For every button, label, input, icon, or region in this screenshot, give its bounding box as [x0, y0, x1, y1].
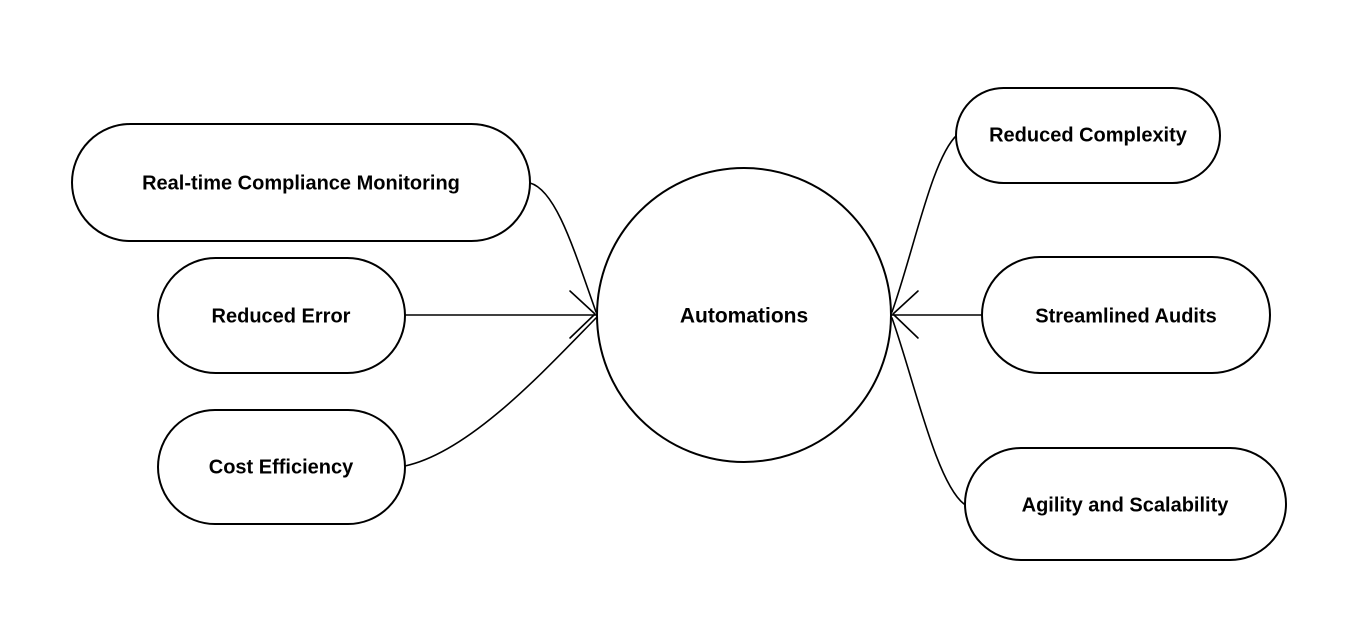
node-label-streamlined-audits: Streamlined Audits — [1035, 305, 1217, 327]
node-shape-real-time-compliance-monitoring[interactable] — [71, 123, 531, 242]
edge-cost-efficiency — [404, 317, 597, 467]
node-label-real-time-compliance-monitoring: Real-time Compliance Monitoring — [142, 172, 460, 194]
node-label-reduced-complexity: Reduced Complexity — [989, 124, 1188, 146]
left-branch-reduced-error[interactable]: Reduced Error — [157, 257, 406, 374]
center-node-automations[interactable]: Automations — [596, 167, 892, 463]
node-shape-cost-efficiency[interactable] — [157, 409, 406, 525]
left-branch-cost-efficiency[interactable]: Cost Efficiency — [157, 409, 406, 525]
arrowhead-left-icon — [569, 290, 596, 339]
edge-reduced-complexity — [891, 134, 958, 313]
node-label-reduced-error: Reduced Error — [212, 305, 351, 327]
right-branch-reduced-complexity[interactable]: Reduced Complexity — [955, 87, 1221, 184]
center-node-label: Automations — [680, 305, 808, 328]
center-node-circle[interactable] — [596, 167, 892, 463]
node-label-agility-and-scalability: Agility and Scalability — [1022, 494, 1230, 516]
arrowhead-group — [569, 290, 919, 339]
node-shape-agility-and-scalability[interactable] — [964, 447, 1287, 561]
right-branch-agility-and-scalability[interactable]: Agility and Scalability — [964, 447, 1287, 561]
left-branch-real-time-compliance-monitoring[interactable]: Real-time Compliance Monitoring — [71, 123, 531, 242]
arrowhead-right-icon — [892, 290, 919, 339]
node-shape-reduced-complexity[interactable] — [955, 87, 1221, 184]
edge-real-time-compliance-monitoring — [529, 182, 597, 313]
edge-group — [404, 134, 983, 505]
right-branch-streamlined-audits[interactable]: Streamlined Audits — [981, 256, 1271, 374]
edge-agility-and-scalability — [891, 317, 965, 505]
node-shape-reduced-error[interactable] — [157, 257, 406, 374]
node-shape-streamlined-audits[interactable] — [981, 256, 1271, 374]
node-label-cost-efficiency: Cost Efficiency — [209, 456, 354, 478]
